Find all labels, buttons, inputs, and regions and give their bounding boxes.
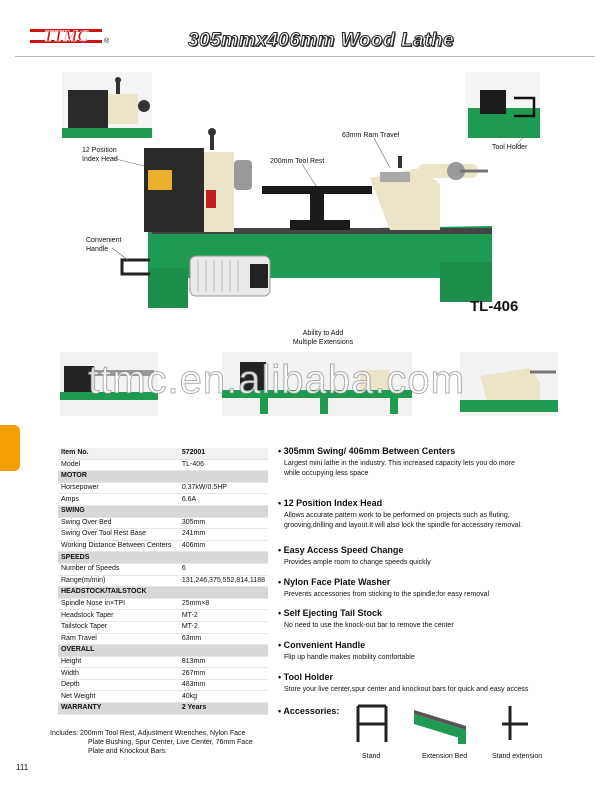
- feature-title: • Self Ejecting Tail Stock: [278, 608, 383, 618]
- index-head-inset-photo: [62, 72, 152, 138]
- spec-header-row: Item No. 572001: [58, 448, 268, 460]
- spec-section-row: HEADSTOCK/TAILSTOCK: [58, 586, 268, 599]
- registered-mark: ®: [104, 38, 110, 45]
- includes-note: Includes: 200mm Tool Rest, Adjustment Wr…: [50, 730, 253, 755]
- page-number: 111: [16, 763, 29, 772]
- feature-description: Provides ample room to change speeds qui…: [284, 559, 431, 566]
- callout-ram-travel: 63mm Ram Travel: [342, 132, 400, 139]
- accessories-images: [356, 704, 528, 744]
- feature-title: • 305mm Swing/ 406mm Between Centers: [278, 446, 456, 456]
- stand-image: [356, 704, 388, 742]
- feature-item: • Self Ejecting Tail Stock No need to use…: [278, 608, 588, 631]
- extension-photo-left: [60, 352, 158, 416]
- accessory-label-stand: Stand: [362, 753, 381, 760]
- callout-tool-holder: Tool Holder: [492, 144, 528, 151]
- stand-extension-image: [502, 706, 528, 740]
- callout-handle: Convenient Handle: [86, 237, 122, 253]
- extension-bed-image: [414, 710, 466, 744]
- feature-title: • Easy Access Speed Change: [278, 545, 404, 555]
- spec-section-row: MOTOR: [58, 470, 268, 483]
- spec-section-row: OVERALL: [58, 644, 268, 657]
- feature-title: • Nylon Face Plate Washer: [278, 577, 391, 587]
- extension-photo-middle: [222, 352, 412, 416]
- extension-photo-right: [460, 352, 558, 416]
- feature-title: • 12 Position Index Head: [278, 498, 383, 508]
- feature-description: Flip up handle makes mobility comfortabl…: [284, 654, 415, 661]
- feature-title: • Convenient Handle: [278, 640, 366, 650]
- model-label: TL-406: [470, 298, 519, 315]
- feature-description: Allows accurate pattern work to be perfo…: [284, 512, 523, 529]
- accessory-label-extension-bed: Extension Bed: [422, 753, 468, 760]
- feature-title: • Tool Holder: [278, 672, 333, 682]
- lathe-illustration: [62, 72, 540, 308]
- svg-text:TTMC: TTMC: [44, 28, 89, 45]
- feature-description: Largest mini lathe in the industry. This…: [284, 460, 515, 477]
- tool-holder-inset-photo: [465, 72, 540, 138]
- callout-index-head: 12 Position Index Head: [82, 147, 118, 163]
- side-tab: [0, 425, 20, 471]
- callout-extensions: Ability to Add Multiple Extensions: [292, 330, 354, 346]
- spec-section-row: SPEEDS: [58, 551, 268, 564]
- ttmc-logo: TTMC: [30, 28, 102, 45]
- feature-description: No need to use the knock-out bar to remo…: [284, 622, 454, 629]
- feature-description: Store your live center,spur center and k…: [284, 686, 529, 693]
- feature-description: Prevents accessories from sticking to th…: [284, 591, 490, 598]
- spec-section-row: SWING: [58, 505, 268, 518]
- accessory-label-stand-extension: Stand extension: [492, 753, 543, 760]
- header-divider: [15, 56, 595, 57]
- callout-tool-rest: 200mm Tool Rest: [270, 158, 325, 165]
- accessories-title: • Accessories:: [278, 706, 340, 716]
- extension-photos: [60, 352, 558, 416]
- watermark: ttmc.en.alibaba.com: [88, 358, 465, 403]
- page-title: 305mmx406mm Wood Lathe: [187, 30, 455, 52]
- spec-row: Range(m/min)131,246,375,552,814,1188: [58, 575, 268, 588]
